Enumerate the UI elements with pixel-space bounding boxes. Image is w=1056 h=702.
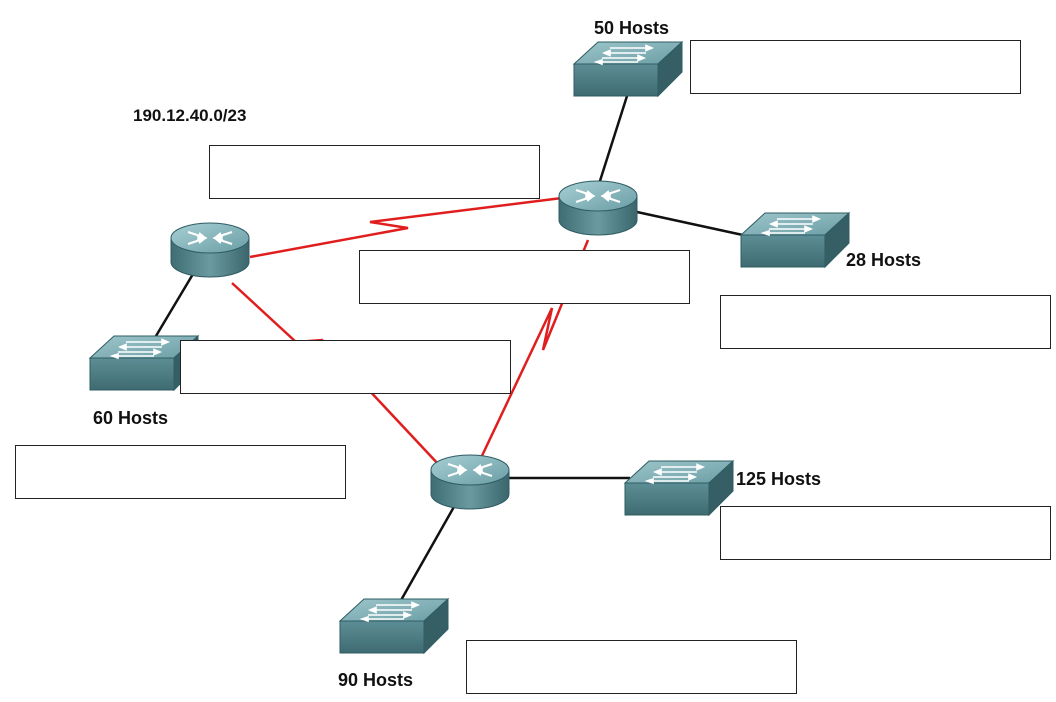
lan-link-50: [597, 95, 629, 185]
answer-box-90-hosts[interactable]: [466, 640, 797, 694]
lan-link-90: [398, 504, 457, 603]
switch-28-hosts[interactable]: [740, 212, 850, 268]
lan-link-28: [636, 210, 753, 239]
hosts-label-28: 28 Hosts: [846, 250, 922, 270]
answer-box-125-hosts[interactable]: [720, 506, 1051, 560]
switch-50-hosts[interactable]: [573, 41, 683, 97]
switch-125-hosts[interactable]: [624, 460, 734, 516]
answer-box-wan-top-bottom[interactable]: [359, 250, 690, 304]
hosts-label-50: 50 Hosts: [594, 18, 670, 38]
wan-link-left-top: [249, 196, 563, 259]
hosts-label-60: 60 Hosts: [93, 408, 169, 428]
answer-box-60-hosts[interactable]: [15, 445, 346, 499]
answer-box-wan-left-bottom[interactable]: [180, 340, 511, 394]
router-left[interactable]: [169, 221, 251, 279]
answer-box-28-hosts[interactable]: [720, 295, 1051, 349]
hosts-label-125: 125 Hosts: [736, 469, 822, 489]
router-bottom[interactable]: [429, 453, 511, 511]
lan-link-60: [148, 273, 195, 347]
hosts-label-90: 90 Hosts: [338, 670, 414, 690]
answer-box-50-hosts[interactable]: [690, 40, 1021, 94]
router-top[interactable]: [557, 179, 639, 237]
switch-90-hosts[interactable]: [339, 598, 449, 654]
network-address-label: 190.12.40.0/23: [133, 106, 247, 125]
answer-box-wan-left-top[interactable]: [209, 145, 540, 199]
